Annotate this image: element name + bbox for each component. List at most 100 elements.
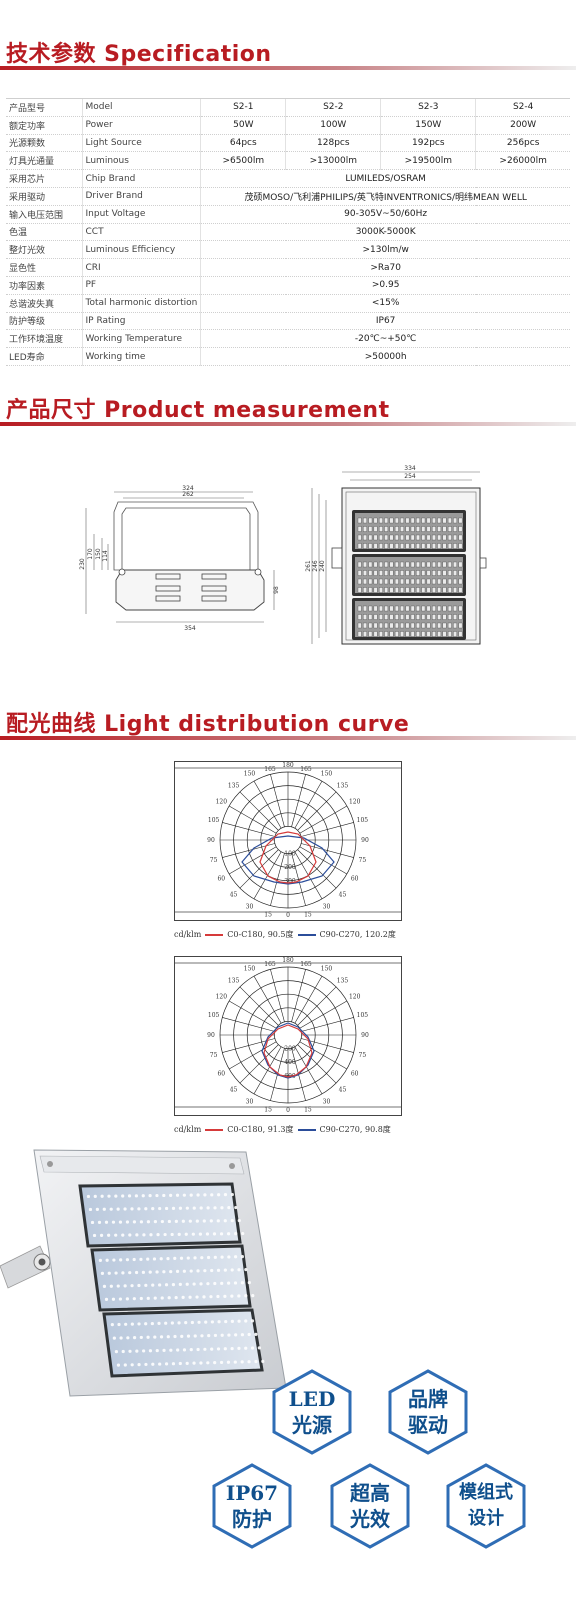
drawing-led-chip: [405, 561, 410, 568]
photo-led-dot: [213, 1255, 217, 1259]
photo-led-dot: [244, 1319, 248, 1323]
drawing-led-chip: [426, 622, 431, 629]
drawing-led-chip: [389, 543, 394, 549]
polar-spoke: [270, 969, 285, 1022]
photo-led-dot: [213, 1333, 218, 1338]
drawing-led-chip: [421, 614, 426, 620]
drawing-led-chip: [384, 561, 389, 568]
badge-efficiency-line2: 光效: [350, 1507, 390, 1531]
photo-led-dot: [177, 1232, 181, 1236]
drawing-led-chip: [405, 614, 410, 620]
drawing-led-chip: [442, 561, 447, 568]
polar-spoke: [291, 853, 306, 906]
dim-side-h3: 150: [95, 548, 102, 560]
drawing-led-chip: [384, 543, 389, 549]
spec-value: >26000lm: [475, 151, 570, 171]
drawing-led-chip: [373, 622, 378, 629]
photo-led-dot: [216, 1219, 220, 1223]
drawing-led-chip: [442, 543, 447, 549]
drawing-led-chip: [447, 543, 452, 549]
photo-led-dot: [134, 1194, 138, 1198]
drawing-led-chip: [410, 561, 415, 568]
drawing-led-chip: [363, 587, 367, 593]
drawing-led-chip: [416, 526, 420, 532]
dim-side-h2: 170: [87, 548, 94, 560]
drawing-led-chip: [389, 578, 394, 585]
drawing-led-chip: [421, 543, 426, 549]
photo-led-dot: [112, 1258, 116, 1262]
photo-led-dot: [97, 1220, 102, 1224]
spec-label-cn: 额定功率: [6, 116, 82, 135]
photo-led-dot: [169, 1348, 173, 1352]
photo-led-dot: [185, 1282, 189, 1286]
drawing-led-chip: [458, 543, 463, 549]
polar-label-left: 45: [230, 1086, 238, 1093]
photo-led-dot: [209, 1219, 213, 1223]
photo-led-dot: [158, 1206, 162, 1211]
curve-section-title: 配光曲线 Light distribution curve: [6, 712, 410, 737]
photo-led-dot: [159, 1335, 164, 1339]
spec-value: 192pcs: [380, 134, 476, 153]
drawing-led-chip: [458, 534, 463, 541]
photo-led-dot: [158, 1362, 162, 1366]
dim-front-top-inner: 254: [404, 473, 416, 480]
photo-led-dot: [192, 1282, 196, 1286]
drawing-led-chip: [453, 631, 457, 637]
photo-led-dot: [227, 1232, 231, 1236]
photo-led-dot: [202, 1219, 206, 1223]
polar-spoke: [222, 1017, 275, 1032]
polar-label-right: 105: [357, 817, 369, 824]
photo-led-dot: [244, 1346, 248, 1350]
photo-led-dot: [199, 1361, 203, 1365]
drawing-led-chip: [363, 534, 367, 541]
photo-led-dot: [247, 1280, 251, 1285]
photo-led-dot: [196, 1269, 200, 1273]
photo-led-dot: [150, 1321, 154, 1326]
polar-label-right: 60: [351, 1071, 359, 1078]
drawing-led-chip: [394, 622, 399, 629]
drawing-led-chip: [389, 570, 394, 576]
drawing-led-chip: [400, 561, 404, 568]
drawing-led-chip: [421, 526, 426, 532]
badge-efficiency: 超高光效: [326, 1462, 414, 1550]
photo-led-dot: [124, 1322, 128, 1326]
badge-ip67-line1: IP67: [225, 1481, 279, 1505]
drawing-led-chip: [400, 622, 404, 629]
polar-label-left: 135: [228, 978, 240, 985]
spec-label-cn: 整灯光效: [6, 240, 82, 260]
polar-curve-red: [259, 831, 317, 884]
drawing-led-chip: [405, 517, 410, 524]
polar-label-right: 120: [349, 994, 361, 1001]
drawing-led-chip: [379, 534, 383, 541]
legend-prefix-2: cd/klm: [174, 1125, 202, 1134]
drawing-led-chip: [363, 543, 367, 549]
drawing-led-chip: [405, 526, 410, 532]
photo-led-dot: [102, 1284, 107, 1289]
polar-label-right: 105: [357, 1012, 369, 1019]
photo-led-dot: [217, 1320, 221, 1324]
drawing-led-chip: [389, 622, 394, 629]
photo-led-dot: [114, 1350, 119, 1354]
photo-led-dot: [167, 1296, 171, 1300]
photo-led-dot: [223, 1268, 227, 1272]
drawing-led-chip: [453, 614, 457, 620]
drawing-led-chip: [447, 631, 452, 637]
polar-spoke: [297, 986, 337, 1026]
photo-led-dot: [163, 1232, 167, 1237]
photo-led-dot: [173, 1256, 177, 1261]
spec-value: LUMILEDS/OSRAM: [200, 169, 570, 188]
drawing-led-chip: [410, 534, 415, 541]
drawing-led-chip: [458, 614, 463, 620]
photo-led-dot: [156, 1233, 160, 1237]
drawing-led-chip: [437, 526, 442, 532]
photo-led-dot: [230, 1219, 234, 1223]
drawing-led-chip: [357, 526, 362, 532]
photo-led-dot: [100, 1271, 105, 1276]
photo-led-dot: [250, 1319, 255, 1323]
drawing-led-chip: [384, 605, 389, 612]
polar-spoke: [239, 849, 279, 889]
